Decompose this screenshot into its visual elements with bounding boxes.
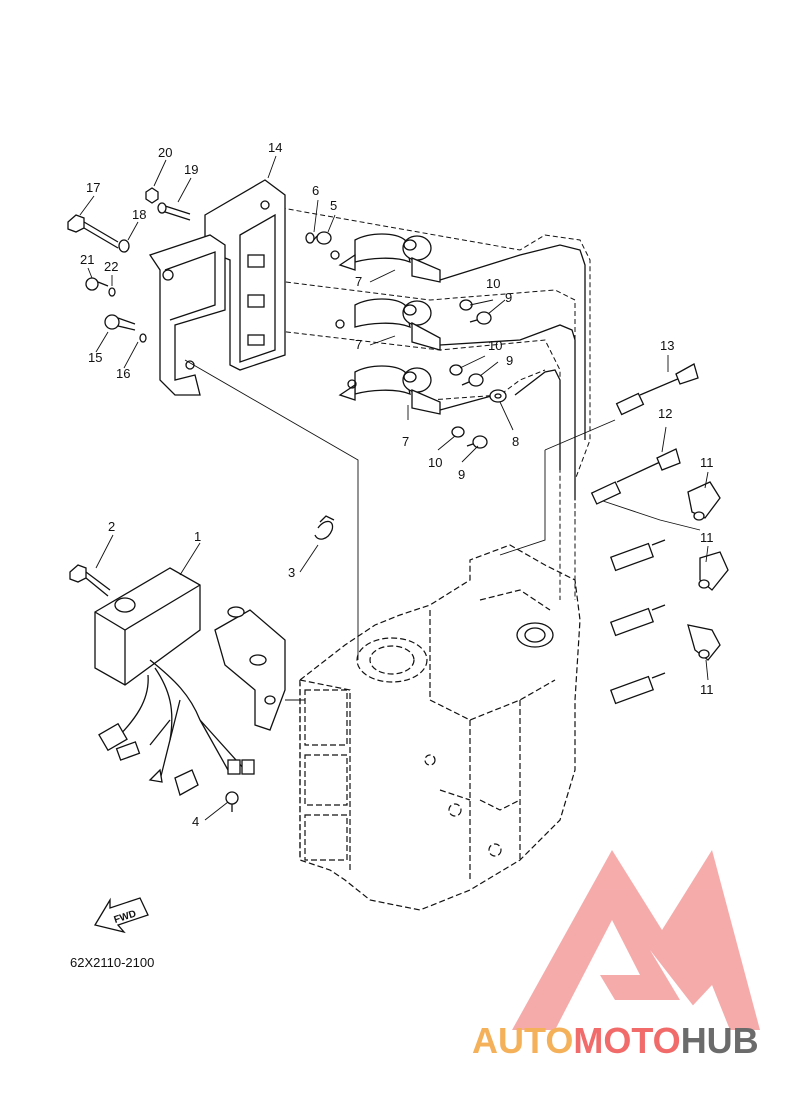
- callout-15: 15: [88, 350, 102, 365]
- ground-screw-4: [225, 791, 239, 812]
- callout-18: 18: [132, 207, 146, 222]
- bolt-2: [69, 564, 111, 597]
- bolt-17: [67, 214, 119, 249]
- screw-9-c: [466, 435, 488, 449]
- washer-10-c: [451, 426, 465, 438]
- washer-16: [139, 333, 147, 343]
- watermark-text: AUTOMOTOHUB: [472, 1020, 759, 1061]
- cdi-bracket: [214, 606, 305, 731]
- callout-12: 12: [658, 406, 672, 421]
- cdi-unit: [94, 567, 255, 796]
- callout-22: 22: [104, 259, 118, 274]
- callout-1: 1: [194, 529, 201, 544]
- washer-18: [118, 239, 130, 253]
- callout-8: 8: [512, 434, 519, 449]
- engine-block: [299, 544, 581, 911]
- screw-9-b: [461, 373, 484, 387]
- spark-plug-1: [609, 539, 666, 572]
- callout-17: 17: [86, 180, 100, 195]
- callout-10-c: 10: [428, 455, 442, 470]
- spark-plug-3: [609, 672, 666, 705]
- callout-13: 13: [660, 338, 674, 353]
- ignition-coil-bottom: [338, 365, 441, 415]
- callout-21: 21: [80, 252, 94, 267]
- callout-9-c: 9: [458, 467, 465, 482]
- callout-5: 5: [330, 198, 337, 213]
- plug-cap-2: [698, 551, 729, 591]
- grommet-8: [489, 389, 507, 403]
- spark-plug-2: [609, 604, 666, 637]
- lead-12: [590, 448, 681, 505]
- screw-19: [157, 202, 191, 221]
- ignition-coil-top: [330, 233, 441, 283]
- plug-cap-1: [687, 481, 721, 521]
- screw-9-a: [469, 311, 492, 325]
- ignition-coil-middle: [335, 298, 441, 351]
- callout-3: 3: [288, 565, 295, 580]
- callout-16: 16: [116, 366, 130, 381]
- washer-22: [108, 287, 116, 297]
- callout-7-top: 7: [355, 274, 362, 289]
- callout-7-middle: 7: [355, 337, 362, 352]
- lead-13: [615, 363, 699, 416]
- callout-9-a: 9: [505, 290, 512, 305]
- screw-21: [85, 277, 109, 291]
- watermark-logo: [512, 850, 760, 1030]
- callout-7-bottom: 7: [402, 434, 409, 449]
- washer-6: [305, 232, 315, 244]
- mounting-bracket: [148, 234, 226, 396]
- screw-5: [311, 231, 332, 245]
- watermark-part2: MOTO: [573, 1020, 680, 1061]
- logo-cutout: [555, 920, 712, 1030]
- callout-10-a: 10: [486, 276, 500, 291]
- callout-11-b: 11: [700, 530, 714, 545]
- watermark-part1: AUTO: [472, 1020, 573, 1061]
- callout-11-a: 11: [700, 455, 714, 470]
- callout-20: 20: [158, 145, 172, 160]
- nut-20: [145, 187, 159, 204]
- callout-14: 14: [268, 140, 282, 155]
- logo-shape: [512, 850, 760, 1030]
- bolt-15: [104, 314, 136, 331]
- washer-10-b: [449, 364, 463, 376]
- callout-9-b: 9: [506, 353, 513, 368]
- callout-19: 19: [184, 162, 198, 177]
- callout-2: 2: [108, 519, 115, 534]
- harness-lines: [184, 204, 701, 660]
- watermark-part3: HUB: [681, 1020, 759, 1061]
- callout-labels: 1 2 3 4 5 6 7 7 7 8 9 9 9 10 10 10 11 11…: [80, 140, 714, 829]
- fwd-arrow: FWD: [93, 897, 149, 934]
- plug-cap-3: [687, 624, 721, 661]
- leader-lines: [79, 155, 709, 821]
- callout-10-b: 10: [488, 338, 502, 353]
- callout-6: 6: [312, 183, 319, 198]
- callout-11-c: 11: [700, 682, 714, 697]
- clip-3: [314, 515, 335, 540]
- callout-4: 4: [192, 814, 199, 829]
- reference-code: 62X2110-2100: [70, 955, 154, 970]
